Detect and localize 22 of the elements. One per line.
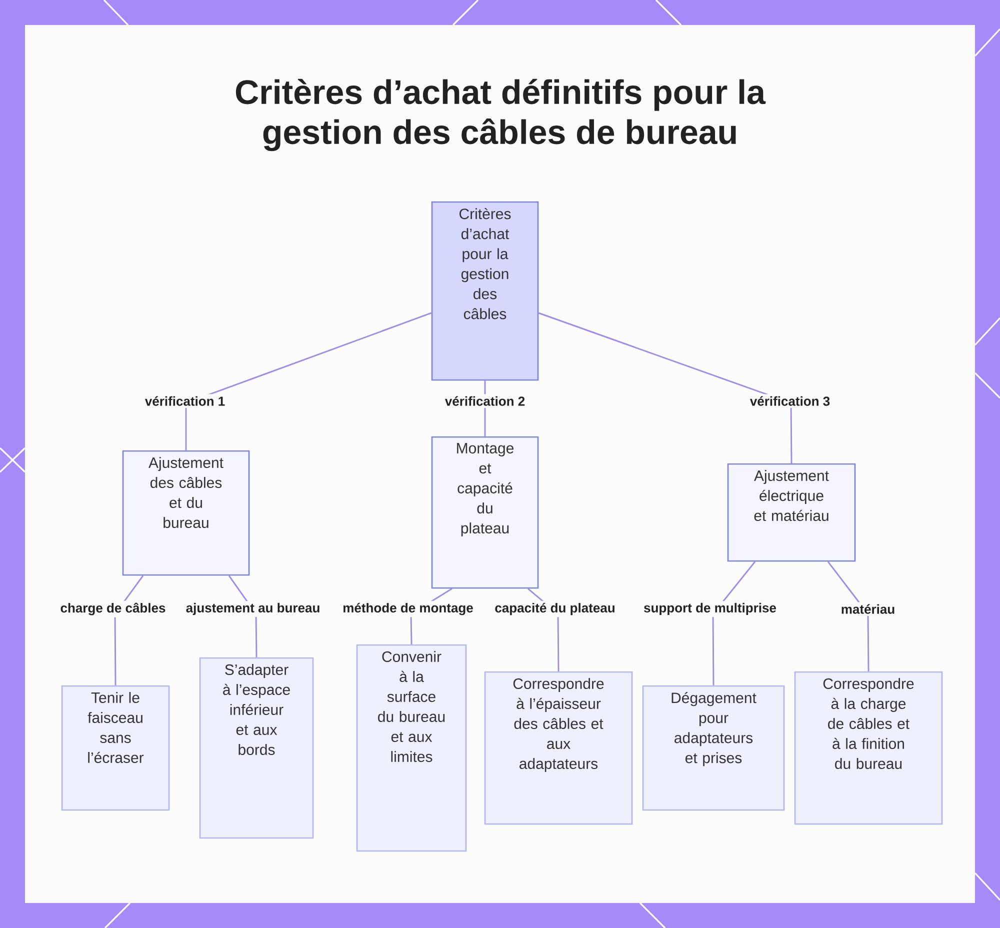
process-box: Convenir à la surface du bureau et aux limites xyxy=(356,644,467,852)
process-box: Ajustement électrique et matériau xyxy=(727,463,856,562)
process-box: Correspondre à la charge de câbles et à la finition du bureau xyxy=(794,671,943,825)
edge-label: vérification 3 xyxy=(748,394,832,408)
process-box: Dégagement pour adaptateurs et prises xyxy=(642,685,785,811)
connector-line xyxy=(185,312,432,450)
edge-label: matériau xyxy=(838,602,898,616)
process-box: Ajustement des câbles et du bureau xyxy=(122,450,250,576)
edge-label: capacité du plateau xyxy=(492,600,618,618)
process-box: Montage et capacité du plateau xyxy=(431,436,539,589)
edge-label: ajustement au bureau xyxy=(184,600,322,618)
process-box: Critères d’achat pour la gestion des câbles xyxy=(431,201,539,381)
process-box: S’adapter à l’espace inférieur et aux bords xyxy=(199,657,314,839)
process-box: Tenir le faisceau sans l’écraser xyxy=(61,685,170,811)
edge-label: vérification 1 xyxy=(142,394,228,408)
process-box: Correspondre à l’épaisseur des câbles et aux adaptateurs xyxy=(484,671,633,825)
edge-label: méthode de montage xyxy=(340,600,476,618)
edge-label: charge de câbles xyxy=(58,600,168,618)
edge-label: support de multiprise xyxy=(642,600,778,618)
connector-line xyxy=(538,312,792,464)
edge-label: vérification 2 xyxy=(442,394,528,408)
title: Critères d’achat définitifs pour la gestion des câbles de bureau xyxy=(236,78,766,152)
